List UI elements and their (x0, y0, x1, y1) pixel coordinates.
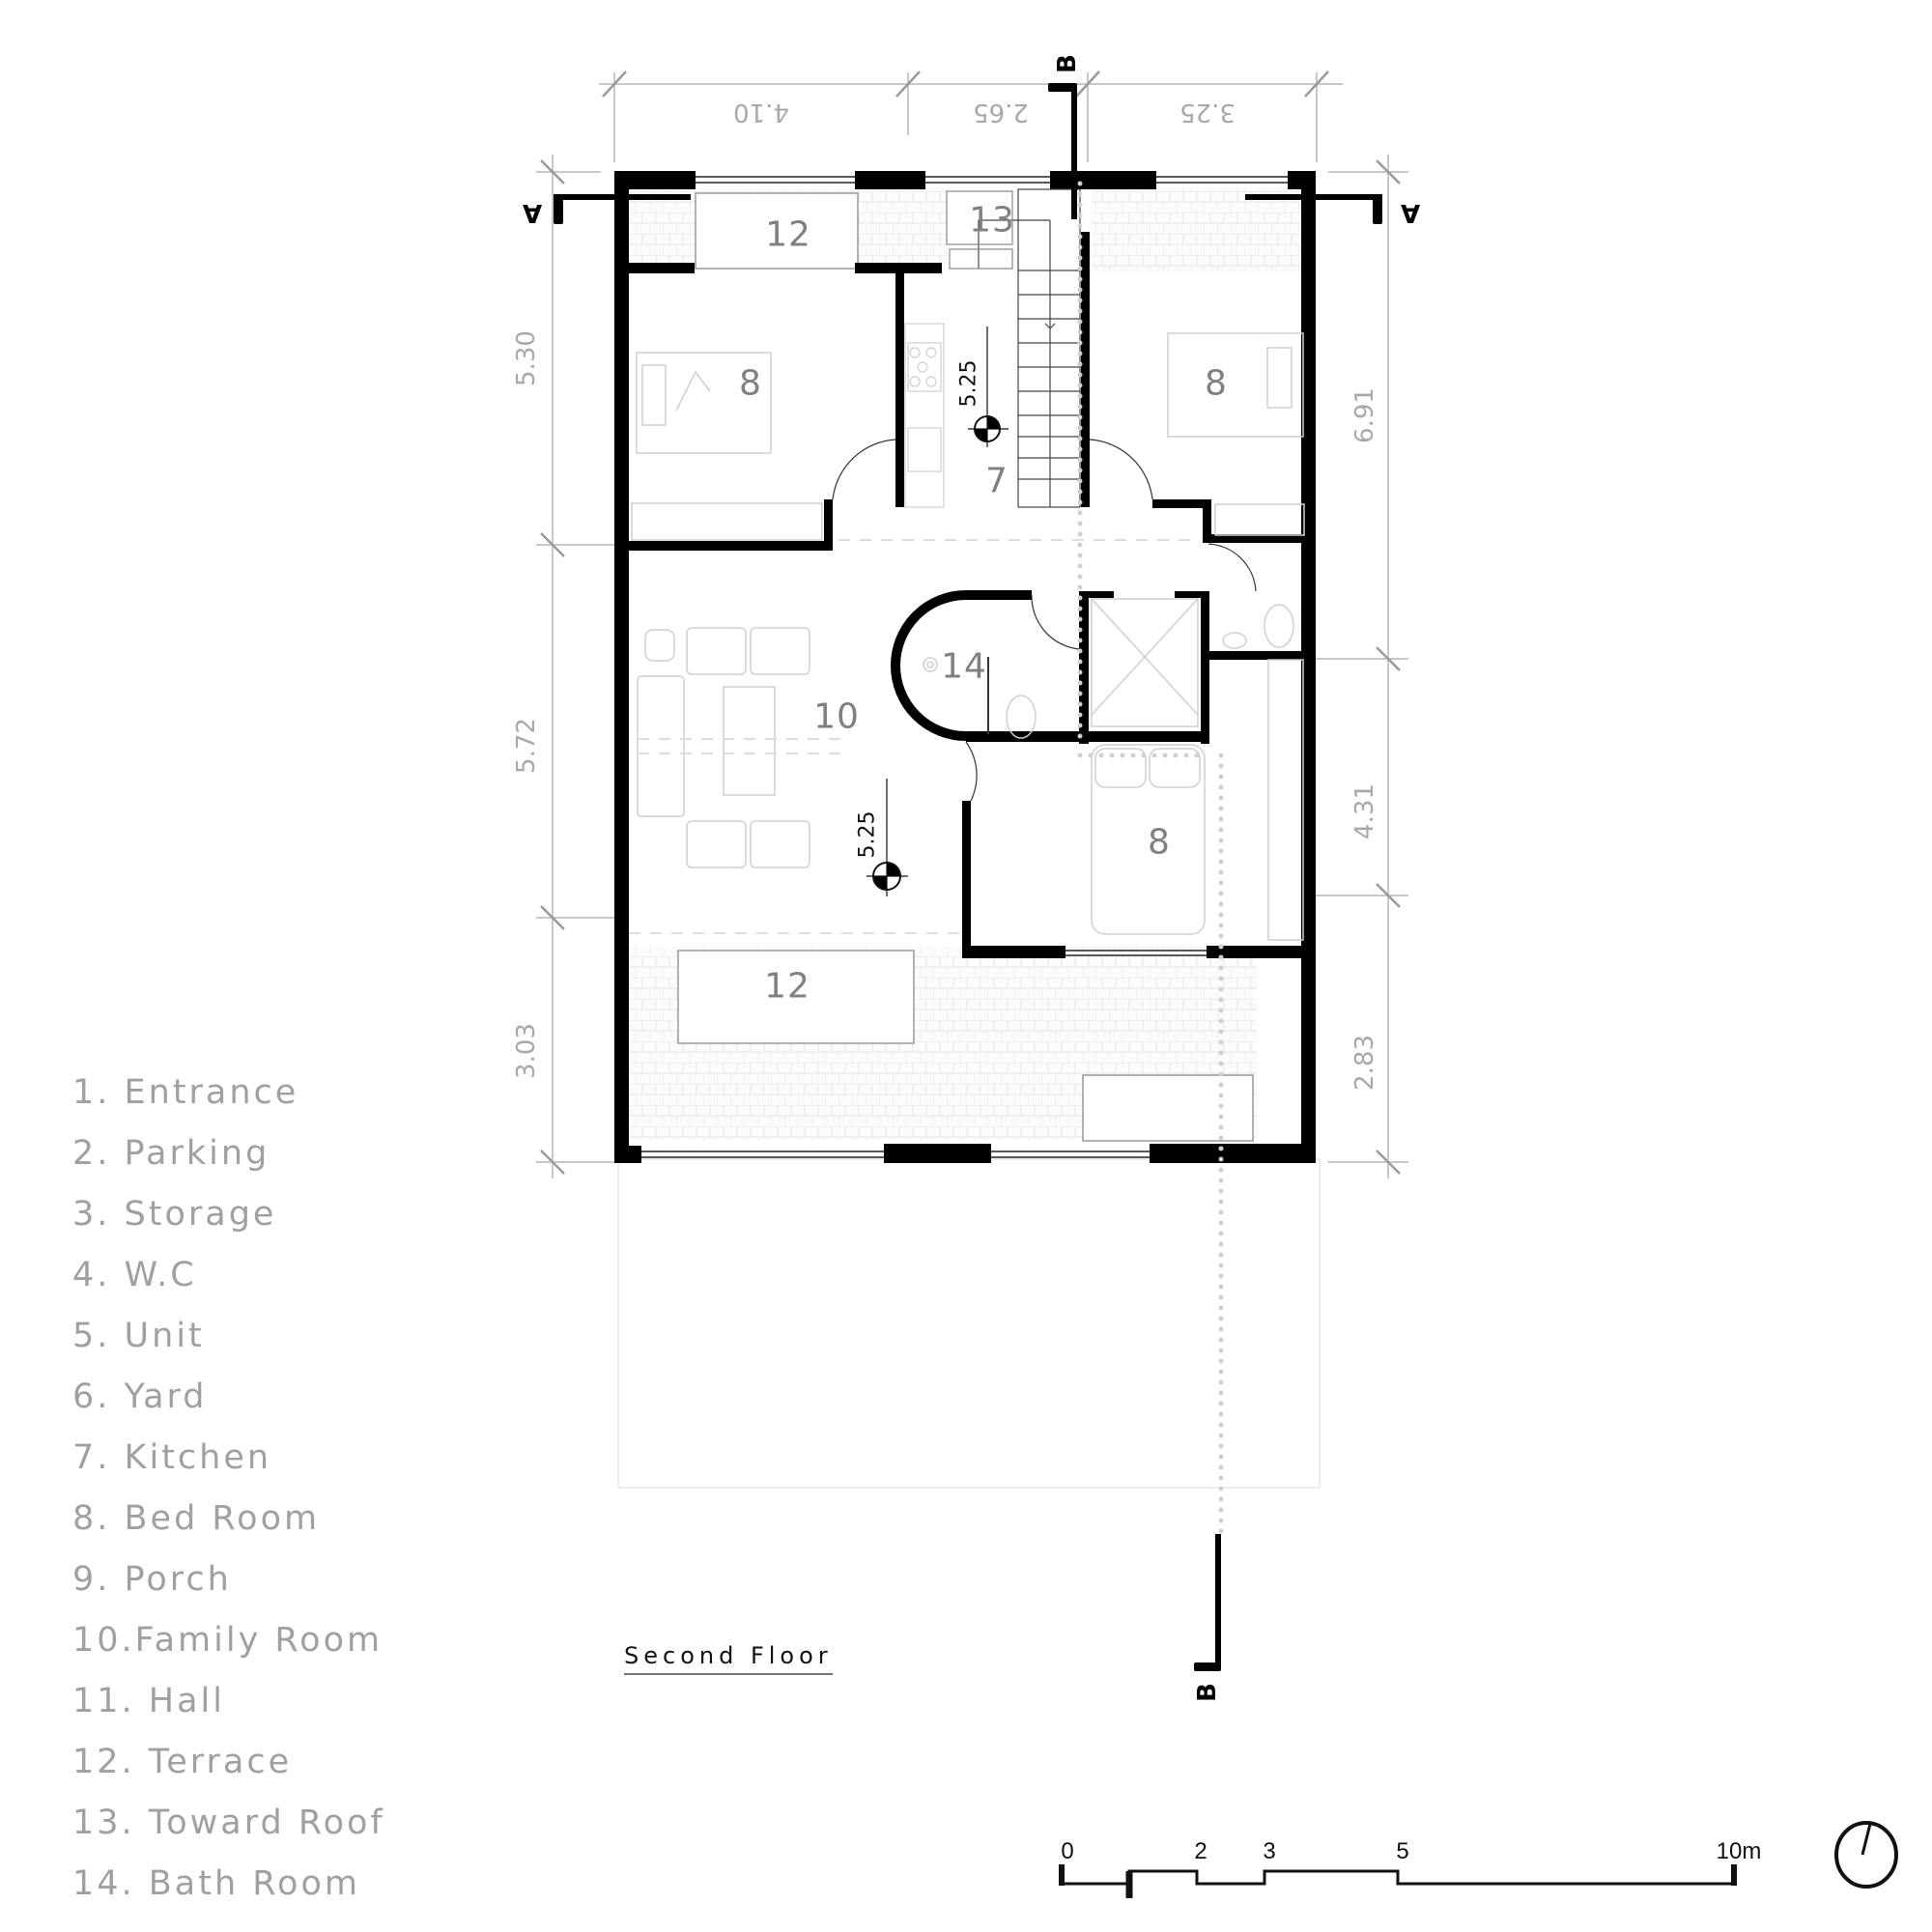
room-label-family-room: 10 (813, 696, 860, 737)
terrace-bench (1082, 1074, 1254, 1142)
dimension-top-3: 3.25 (1179, 98, 1236, 127)
legend-item: 6. Yard (72, 1378, 208, 1416)
section-b-top-label: B (1053, 54, 1082, 73)
legend-item: 7. Kitchen (72, 1438, 272, 1477)
dimension-lines (536, 72, 1408, 1179)
section-markers (554, 83, 1382, 1671)
room-label-terrace-top: 12 (765, 214, 811, 255)
legend-item: 2. Parking (72, 1134, 270, 1173)
legend-item: 13. Toward Roof (72, 1804, 385, 1842)
room-label-bath-room: 14 (941, 646, 987, 687)
interior-walls (628, 232, 1308, 958)
room-label-terrace-bottom: 12 (764, 966, 810, 1007)
scale-label-0: 0 (1061, 1838, 1074, 1864)
level-value-family-room: 5.25 (855, 810, 880, 859)
legend-item: 4. W.C (72, 1256, 197, 1294)
room-label-bedroom-top-right: 8 (1205, 363, 1228, 404)
room-label-bedroom-top-left: 8 (739, 363, 762, 404)
scale-label-5: 5 (1396, 1838, 1409, 1864)
legend-item: 9. Porch (72, 1560, 232, 1599)
legend-item: 12. Terrace (72, 1743, 293, 1781)
scale-bar (1059, 1864, 1737, 1898)
dimension-left-2: 5.72 (512, 718, 541, 774)
legend-item: 1. Entrance (72, 1073, 299, 1112)
legend-item: 5. Unit (72, 1317, 205, 1355)
section-b-bottom-label: B (1193, 1683, 1222, 1702)
furniture (631, 332, 1305, 941)
legend-item: 8. Bed Room (72, 1499, 321, 1538)
room-legend: 1. Entrance 2. Parking 3. Storage 4. W.C… (72, 1063, 385, 1915)
north-arrow-icon (1834, 1821, 1898, 1889)
level-marker-family-room (867, 779, 908, 896)
dimension-right-2: 4.31 (1350, 783, 1379, 839)
dimension-left-3: 3.03 (512, 1023, 541, 1079)
section-a-left-label: A (522, 198, 543, 227)
dimension-right-1: 6.91 (1350, 387, 1379, 443)
dimension-top-1: 4.10 (733, 98, 789, 127)
door-swings (832, 439, 1257, 802)
dimension-top-2: 2.65 (973, 98, 1029, 127)
scale-label-2: 2 (1194, 1838, 1208, 1864)
section-b-dots (1077, 181, 1224, 1539)
legend-item: 3. Storage (72, 1195, 277, 1234)
staircase (978, 188, 1081, 508)
overhead-lines (629, 539, 1191, 934)
section-a-right-label: A (1400, 198, 1421, 227)
room-label-bedroom-bottom: 8 (1148, 822, 1171, 863)
terrace-planter-bottom (677, 950, 915, 1044)
dimension-right-3: 2.83 (1350, 1035, 1379, 1091)
drawing-title: Second Floor (624, 1642, 833, 1675)
legend-item: 14. Bath Room (72, 1864, 360, 1903)
legend-item: 11. Hall (72, 1682, 226, 1720)
windows (641, 176, 1288, 1158)
scale-label-10m: 10m (1716, 1838, 1762, 1864)
bath-rounded-wall (891, 590, 1032, 741)
dimension-left-1: 5.30 (512, 330, 541, 386)
room-label-kitchen: 7 (985, 461, 1009, 501)
scale-label-3: 3 (1263, 1838, 1276, 1864)
kitchen-counter (904, 323, 945, 508)
dimension-ticks (540, 71, 1401, 1175)
roof-hatch (946, 190, 1013, 270)
yard-outline (617, 1158, 1321, 1489)
terrace-planter-top (695, 192, 859, 270)
room-label-toward-roof: 13 (969, 200, 1015, 241)
level-marker-kitchen (968, 327, 1009, 447)
level-value-kitchen: 5.25 (956, 359, 981, 408)
legend-item: 10.Family Room (72, 1621, 384, 1660)
